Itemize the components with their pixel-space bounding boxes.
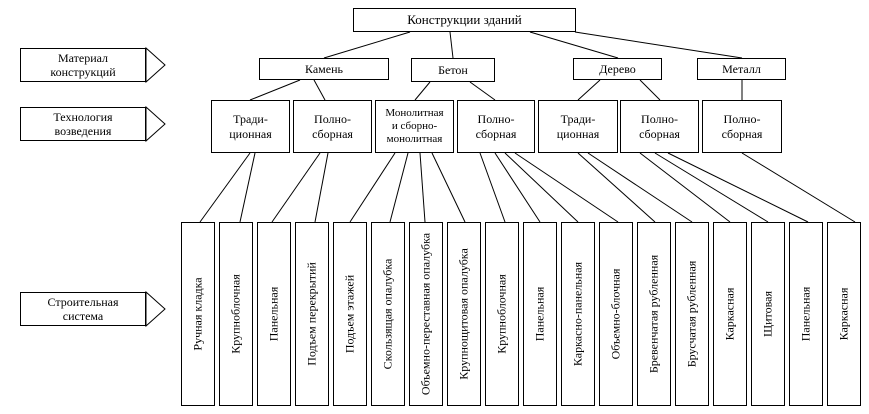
arrow-system [145,290,166,328]
system-box: Панельная [523,222,557,406]
tech-concrete-prefab: Полно- сборная [457,100,535,153]
material-stone: Камень [259,58,389,80]
system-label: Объемно-блочная [608,268,623,360]
system-box: Крупноблочная [219,222,253,406]
connector-wood-full-shield [654,152,769,223]
system-box: Бревенчатая рубленная [637,222,671,406]
system-box: Объемно-блочная [599,222,633,406]
system-label: Крупноблочная [228,274,243,354]
material-wood-label: Дерево [599,61,636,76]
system-label: Крупнощитовая опалубка [456,248,471,380]
material-metal: Металл [697,58,786,80]
system-label: Брусчатая рубленная [684,260,699,368]
connector-stone-full-panel [271,152,321,223]
connector-concrete-mono [414,81,431,101]
connector-mono-largeshield [431,152,466,223]
system-label: Каркасная [722,287,737,341]
system-box: Панельная [257,222,291,406]
system-box: Крупноблочная [485,222,519,406]
connector-root-stone [323,31,411,59]
system-label: Объемно-переставная опалубка [418,232,433,396]
row-label-system: Строительная система [20,292,146,326]
system-box: Ручная кладка [181,222,215,406]
connector-wood-trad [577,79,601,101]
root-label: Конструкции зданий [407,12,522,28]
connector-wood-full-frame [639,152,731,223]
root-node: Конструкции зданий [353,8,576,32]
arrow-technology [145,105,166,143]
system-label: Каркасно-панельная [570,261,585,367]
connector-concrete-full-largeblock [479,152,506,223]
system-box: Крупнощитовая опалубка [447,222,481,406]
system-label: Панельная [266,286,281,342]
tech-concrete-monolithic: Монолитная и сборно- монолитная [375,100,454,153]
system-label: Крупноблочная [494,274,509,354]
system-label: Панельная [532,286,547,342]
connector-concrete-full [469,81,496,101]
connector-stone-trad-manual [199,152,251,223]
system-box: Каркасная [713,222,747,406]
system-box: Панельная [789,222,823,406]
system-label: Скользящая опалубка [380,258,395,370]
connector-stone-full-slabs [314,152,329,223]
row-label-material: Материал конструкций [20,48,146,82]
connector-mono-sliding [389,152,409,223]
system-box: Подъем этажей [333,222,367,406]
system-box: Скользящая опалубка [371,222,405,406]
system-label: Щитовая [760,291,775,337]
connector-concrete-full-panel [494,152,541,223]
material-stone-label: Камень [305,61,343,76]
system-box: Объемно-переставная опалубка [409,222,443,406]
material-concrete-label: Бетон [438,62,468,77]
system-label: Ручная кладка [190,277,205,351]
connector-wood-full-panel [667,152,809,223]
system-label: Каркасная [836,287,851,341]
tech-metal-prefab: Полно- сборная [702,100,782,153]
connector-mono-floors [349,152,396,223]
connector-mono-volumetric [419,152,426,223]
tech-wood-prefab: Полно- сборная [620,100,699,153]
material-metal-label: Металл [722,61,761,76]
system-box: Щитовая [751,222,785,406]
arrow-material [145,46,166,84]
connector-stone-full [313,79,326,101]
connector-stone-trad [249,79,301,101]
system-box: Подъем перекрытий [295,222,329,406]
connector-stone-trad-largeblock [239,152,256,223]
connector-concrete-full-volblock [514,152,619,223]
system-label: Подъем перекрытий [304,262,319,366]
row-label-technology: Технология возведения [20,107,146,141]
system-label: Бревенчатая рубленная [646,254,661,374]
system-box: Каркасная [827,222,861,406]
system-box: Каркасно-панельная [561,222,595,406]
tech-wood-traditional: Тради- ционная [538,100,618,153]
connector-root-concrete [449,31,454,59]
connector-root-wood [529,31,619,59]
system-box: Брусчатая рубленная [675,222,709,406]
connector-wood-trad-log [577,152,656,223]
tech-stone-prefab: Полно- сборная [293,100,372,153]
connector-metal-frame [741,152,856,223]
tech-stone-traditional: Тради- ционная [211,100,290,153]
material-wood: Дерево [573,58,662,80]
system-label: Подъем этажей [342,274,357,354]
connector-wood-trad-beam [587,152,693,223]
connector-wood-full [639,79,661,101]
system-label: Панельная [798,286,813,342]
connector-concrete-full-frame [504,152,579,223]
connector-root-metal [574,31,743,59]
material-concrete: Бетон [411,58,495,82]
